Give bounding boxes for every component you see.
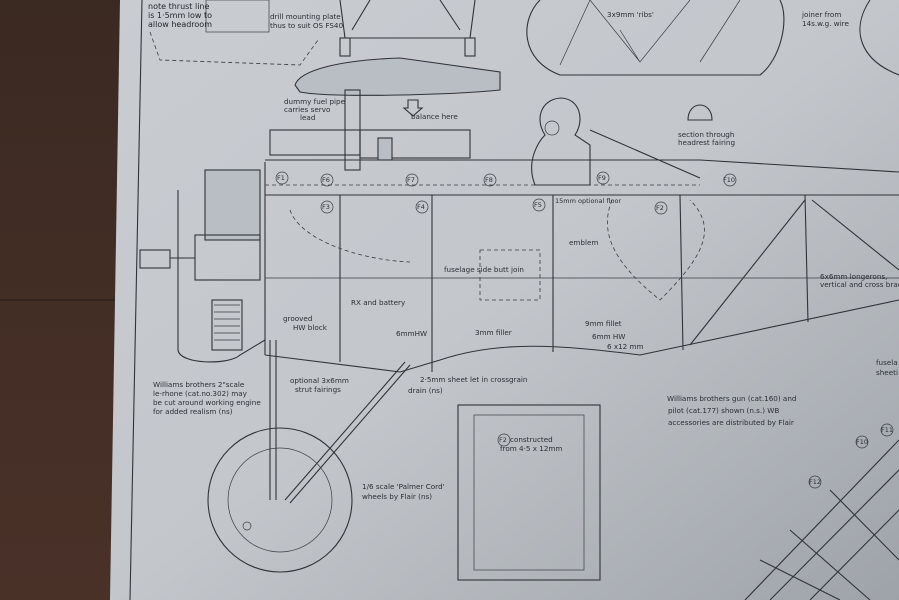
machine-gun-drawing: [269, 89, 471, 171]
svg-text:F10: F10: [723, 176, 735, 184]
wing-ribs: [559, 0, 741, 66]
note-engine-2: le-rhone (cat.no.302) may: [153, 389, 248, 398]
headrest-section: [687, 104, 713, 121]
wheel: [207, 427, 353, 573]
note-hw-block-2: HW block: [293, 323, 328, 332]
svg-text:F5: F5: [534, 201, 542, 209]
note-hw-block: grooved: [283, 314, 312, 323]
note-engine: Williams brothers 2"scale: [153, 380, 245, 389]
note-accessories-2: pilot (cat.177) shown (n.s.) WB: [668, 406, 779, 415]
note-sheeting: fusela: [876, 358, 898, 367]
svg-text:F11: F11: [881, 426, 893, 434]
note-sheet: 2·5mm sheet let in crossgrain: [420, 375, 527, 384]
note-accessories-3: accessories are distributed by Flair: [668, 418, 794, 427]
note-f2-constructed-2: from 4·5 x 12mm: [500, 444, 562, 453]
former-marker: F8: [483, 173, 497, 187]
note-headrest: section through: [678, 130, 734, 139]
f2-former-drawing: [457, 404, 601, 581]
former-markers: F1 F6 F7 F8 F9 F10 F3 F4 F5 F2 F2 F11 F1…: [275, 171, 894, 489]
wing-tip-outline: [526, 0, 785, 76]
pilot-figure: [531, 97, 701, 186]
note-sheeting-2: sheeti: [876, 368, 898, 377]
note-f2-constructed: constructed: [510, 435, 553, 444]
former-marker: F1: [275, 171, 289, 185]
svg-text:F12: F12: [809, 478, 821, 486]
note-6mm-hw-b: 6mm HW: [592, 332, 625, 341]
note-longerons-2: vertical and cross brace: [820, 280, 899, 289]
svg-text:F2: F2: [499, 436, 507, 444]
note-mounting-plate-2: thus to suit OS FS40: [270, 21, 344, 30]
svg-text:F7: F7: [407, 176, 415, 184]
note-drain: drain (ns): [408, 386, 443, 395]
former-marker: F3: [320, 200, 334, 214]
note-wheels: 1/6 scale 'Palmer Cord': [362, 482, 445, 491]
note-accessories: Williams brothers gun (cat.160) and: [667, 394, 796, 403]
note-fuel-pipe-2: carries servo: [284, 105, 330, 114]
top-wing-section: [294, 57, 501, 96]
note-joiner-2: 14s.w.g. wire: [802, 19, 849, 28]
former-marker: F6: [320, 173, 334, 187]
former-marker: F10: [723, 173, 737, 187]
note-balance: balance here: [411, 112, 458, 121]
note-joiner: joiner from: [801, 10, 841, 19]
note-emblem: emblem: [569, 238, 598, 247]
svg-text:F3: F3: [322, 203, 330, 211]
former-marker: F5: [532, 198, 546, 212]
note-wheels-2: wheels by Flair (ns): [362, 492, 432, 501]
svg-text:F4: F4: [417, 203, 425, 211]
note-mounting-plate: drill mounting plate: [270, 12, 341, 21]
former-marker: F10: [855, 435, 869, 449]
former-marker: F9: [596, 171, 610, 185]
cabane-struts: [339, 0, 476, 57]
fuselage-side-view: [264, 159, 899, 373]
former-marker: F2: [654, 201, 668, 215]
note-butt-join: fuselage side butt join: [444, 265, 524, 274]
svg-text:F6: F6: [322, 176, 330, 184]
svg-text:F10: F10: [856, 438, 868, 446]
note-ribs: 3x9mm 'ribs': [607, 10, 654, 19]
note-longerons: 6x6mm longerons,: [820, 272, 887, 281]
svg-text:F8: F8: [485, 176, 493, 184]
note-fuel-pipe: dummy fuel pipe: [284, 97, 346, 106]
note-headrest-2: headrest fairing: [678, 138, 735, 147]
former-marker: F7: [405, 173, 419, 187]
note-strut-2: strut fairings: [295, 385, 341, 394]
note-thrust-line: note thrust line: [148, 2, 209, 11]
engine-drawing: [139, 169, 266, 363]
mounting-plate-sketch: [149, 0, 319, 66]
note-engine-3: be cut around working engine: [153, 398, 261, 407]
note-engine-4: for added realism (ns): [153, 407, 233, 416]
balance-arrow-icon: [402, 99, 424, 117]
note-rx-battery: RX and battery: [351, 298, 406, 307]
svg-text:F9: F9: [598, 174, 606, 182]
former-marker: F12: [808, 475, 822, 489]
former-marker: F2: [497, 433, 511, 447]
note-thrust-line-2: is 1·5mm low to: [148, 11, 212, 20]
plan-border: [129, 0, 143, 600]
paper-sheet: [110, 0, 899, 600]
note-strut: optional 3x6mm: [290, 376, 349, 385]
former-marker: F4: [415, 200, 429, 214]
note-thrust-line-3: allow headroom: [148, 20, 212, 29]
svg-text:F2: F2: [656, 204, 664, 212]
note-floor: 15mm optional floor: [555, 197, 621, 205]
tail-outline: [859, 0, 899, 76]
svg-text:F1: F1: [277, 174, 285, 182]
former-marker: F11: [880, 423, 894, 437]
note-6x12: 6 x12 mm: [607, 342, 644, 351]
annotation-labels: note thrust line is 1·5mm low to allow h…: [148, 2, 899, 501]
rear-fuselage-structure: [744, 439, 899, 600]
note-fillet: 9mm fillet: [585, 319, 622, 328]
undercarriage: [207, 340, 411, 573]
note-fuel-pipe-3: lead: [300, 113, 315, 122]
note-filler: 3mm filler: [475, 328, 512, 337]
note-6mm-hw: 6mmHW: [396, 329, 427, 338]
